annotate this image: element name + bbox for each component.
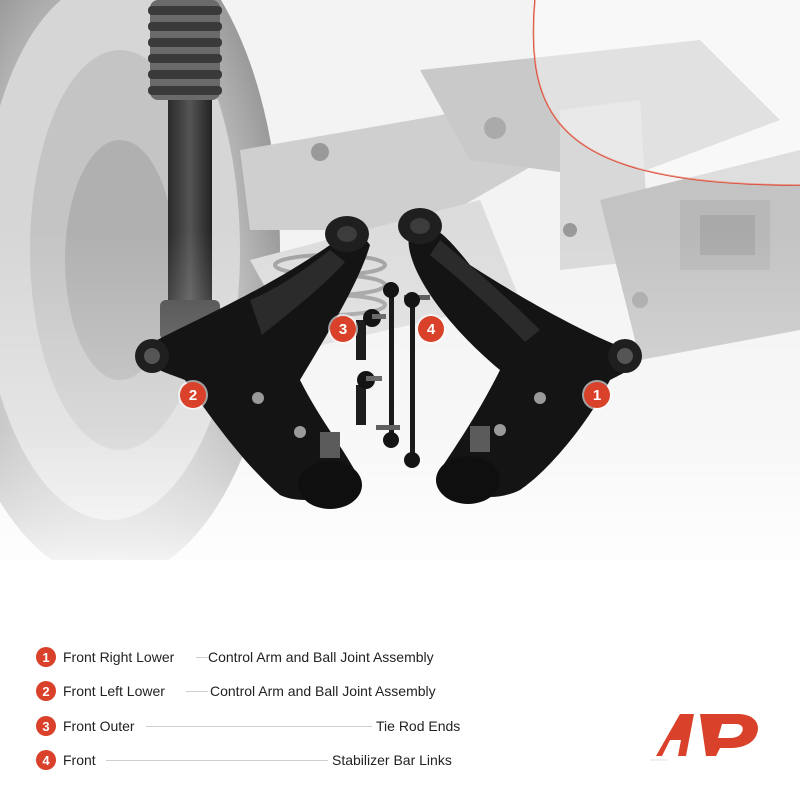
front-right-control-arm [398, 208, 642, 504]
legend-right-label: Tie Rod Ends [376, 718, 461, 734]
legend-dash [146, 726, 372, 727]
legend-left-label: Front Right Lower [63, 649, 175, 665]
legend-dash [196, 657, 208, 658]
callout-badge-1: 1 [584, 382, 610, 408]
callout-badge-2: 2 [180, 382, 206, 408]
legend-left-label: Front Outer [63, 718, 135, 734]
stabilizer-bar-links [376, 282, 430, 468]
legend-dash [106, 760, 328, 761]
legend-right-label: Control Arm and Ball Joint Assembly [208, 649, 434, 665]
legend-left-label: Front Left Lower [63, 683, 165, 699]
legend-badge: 3 [36, 716, 56, 736]
front-left-control-arm [135, 216, 370, 509]
legend-right-label: Stabilizer Bar Links [332, 752, 452, 768]
legend-left-label: Front [63, 752, 96, 768]
brand-arc [532, 0, 800, 186]
callout-badge-4: 4 [418, 316, 444, 342]
legend-badge: 2 [36, 681, 56, 701]
legend-row-4: 4 Front Stabilizer Bar Links [36, 748, 466, 772]
legend-right-label: Control Arm and Ball Joint Assembly [210, 683, 436, 699]
legend-row-2: 2 Front Left Lower Control Arm and Ball … [36, 679, 466, 703]
legend-dash [186, 691, 208, 692]
callout-badge-3: 3 [330, 316, 356, 342]
legend-badge: 1 [36, 647, 56, 667]
outer-tie-rod-ends [356, 309, 386, 425]
legend-badge: 4 [36, 750, 56, 770]
brand-logo-icon [650, 714, 758, 761]
legend-row-1: 1 Front Right Lower Control Arm and Ball… [36, 645, 466, 669]
legend-row-3: 3 Front Outer Tie Rod Ends [36, 714, 466, 738]
